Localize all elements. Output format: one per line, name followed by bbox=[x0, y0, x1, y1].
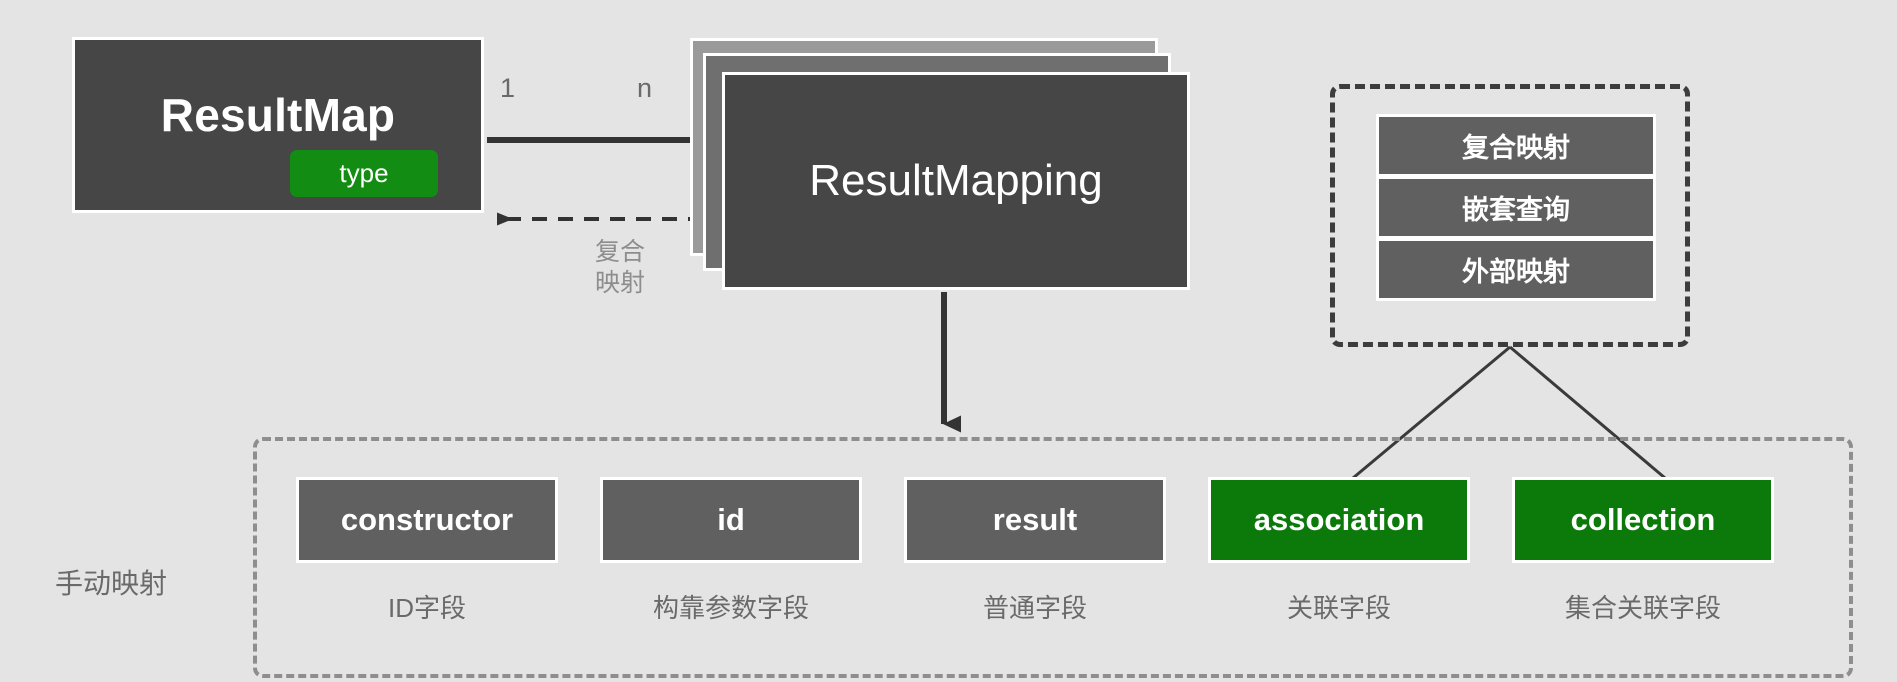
result-map-inner: ResultMap type bbox=[75, 40, 481, 210]
manual-item-constructor-box[interactable]: constructor bbox=[296, 477, 558, 563]
manual-mapping-items: constructor ID字段 id 构靠参数字段 result 普通字段 a… bbox=[296, 477, 1826, 657]
manual-item-association-caption: 关联字段 bbox=[1286, 593, 1391, 623]
manual-item-id-caption: 构靠参数字段 bbox=[652, 593, 809, 623]
composite-cell-fuhe-yingshe[interactable]: 复合映射 bbox=[1376, 114, 1656, 177]
manual-item-id: id 构靠参数字段 bbox=[600, 477, 862, 657]
composite-mapping-edge-label-line1: 复合 bbox=[594, 238, 645, 266]
result-mapping-class-box[interactable]: ResultMapping bbox=[722, 72, 1190, 290]
composite-cell-qiantao-chaxun[interactable]: 嵌套查询 bbox=[1376, 176, 1656, 239]
composite-group-cells: 复合映射 嵌套查询 外部映射 bbox=[1376, 114, 1656, 301]
result-mapping-title: ResultMapping bbox=[809, 156, 1103, 205]
composite-cell-waibu-yingshe[interactable]: 外部映射 bbox=[1376, 238, 1656, 301]
manual-item-result-box[interactable]: result bbox=[904, 477, 1166, 563]
manual-item-id-box[interactable]: id bbox=[600, 477, 862, 563]
manual-item-constructor: constructor ID字段 bbox=[296, 477, 558, 657]
composite-mapping-edge-label-line2: 映射 bbox=[594, 269, 645, 298]
manual-mapping-dashed-border bbox=[253, 437, 1853, 678]
manual-item-constructor-caption: ID字段 bbox=[387, 593, 466, 623]
multiplicity-one: 1 bbox=[500, 73, 516, 103]
manual-mapping-group-label: 手动映射 bbox=[55, 568, 168, 599]
manual-item-collection-caption: 集合关联字段 bbox=[1564, 593, 1721, 623]
manual-item-result: result 普通字段 bbox=[904, 477, 1166, 657]
result-map-title: ResultMap bbox=[160, 89, 396, 141]
manual-item-result-caption: 普通字段 bbox=[982, 593, 1087, 623]
manual-item-association: association 关联字段 bbox=[1208, 477, 1470, 657]
composite-group-dashed-border bbox=[1330, 84, 1690, 347]
composite-mapping-edge-label: 复合 映射 bbox=[565, 237, 675, 300]
result-map-type-badge[interactable]: type bbox=[290, 150, 438, 197]
multiplicity-n: n bbox=[637, 73, 653, 103]
manual-item-collection-box[interactable]: collection bbox=[1512, 477, 1774, 563]
manual-item-association-box[interactable]: association bbox=[1208, 477, 1470, 563]
manual-item-collection: collection 集合关联字段 bbox=[1512, 477, 1774, 657]
result-map-class-box[interactable]: ResultMap type bbox=[72, 37, 484, 213]
